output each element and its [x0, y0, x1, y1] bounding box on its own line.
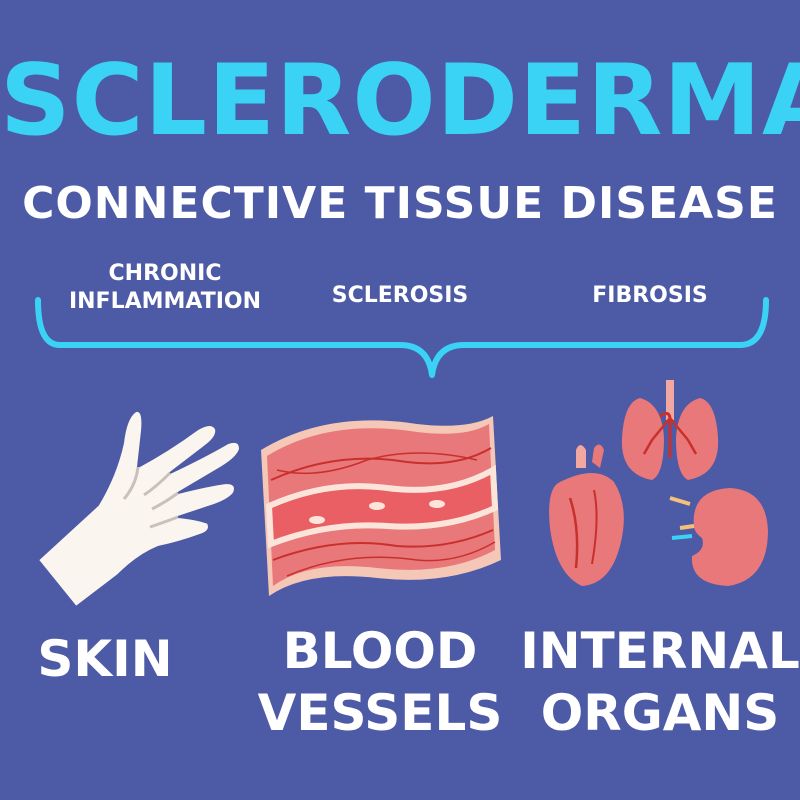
process-fibrosis: FIBROSIS: [540, 282, 760, 310]
page-subtitle: CONNECTIVE TISSUE DISEASE: [22, 178, 778, 229]
target-label-line1: BLOOD: [282, 622, 478, 680]
hand-icon: [36, 409, 242, 609]
page-title: SCLERODERMA: [0, 44, 800, 158]
target-skin: SKIN: [10, 628, 200, 690]
process-label-line1: SCLEROSIS: [331, 283, 469, 308]
process-chronic-inflammation: CHRONIC INFLAMMATION: [40, 260, 290, 316]
heart-icon: [549, 444, 624, 586]
process-label-line2: INFLAMMATION: [68, 289, 262, 314]
process-label-line1: CHRONIC: [108, 261, 222, 286]
kidney-icon: [669, 488, 768, 586]
blood-vessel-icon: [261, 416, 501, 596]
target-internal-organs: INTERNAL ORGANS: [520, 620, 800, 744]
target-label-line1: INTERNAL: [520, 622, 800, 680]
process-label-line1: FIBROSIS: [592, 283, 708, 308]
target-label-line1: SKIN: [37, 630, 173, 688]
target-label-line2: VESSELS: [257, 684, 503, 742]
lungs-icon: [621, 380, 719, 480]
process-sclerosis: SCLEROSIS: [300, 282, 500, 310]
target-blood-vessels: BLOOD VESSELS: [245, 620, 515, 744]
target-label-line2: ORGANS: [540, 684, 780, 742]
organs-icon: [549, 380, 768, 586]
